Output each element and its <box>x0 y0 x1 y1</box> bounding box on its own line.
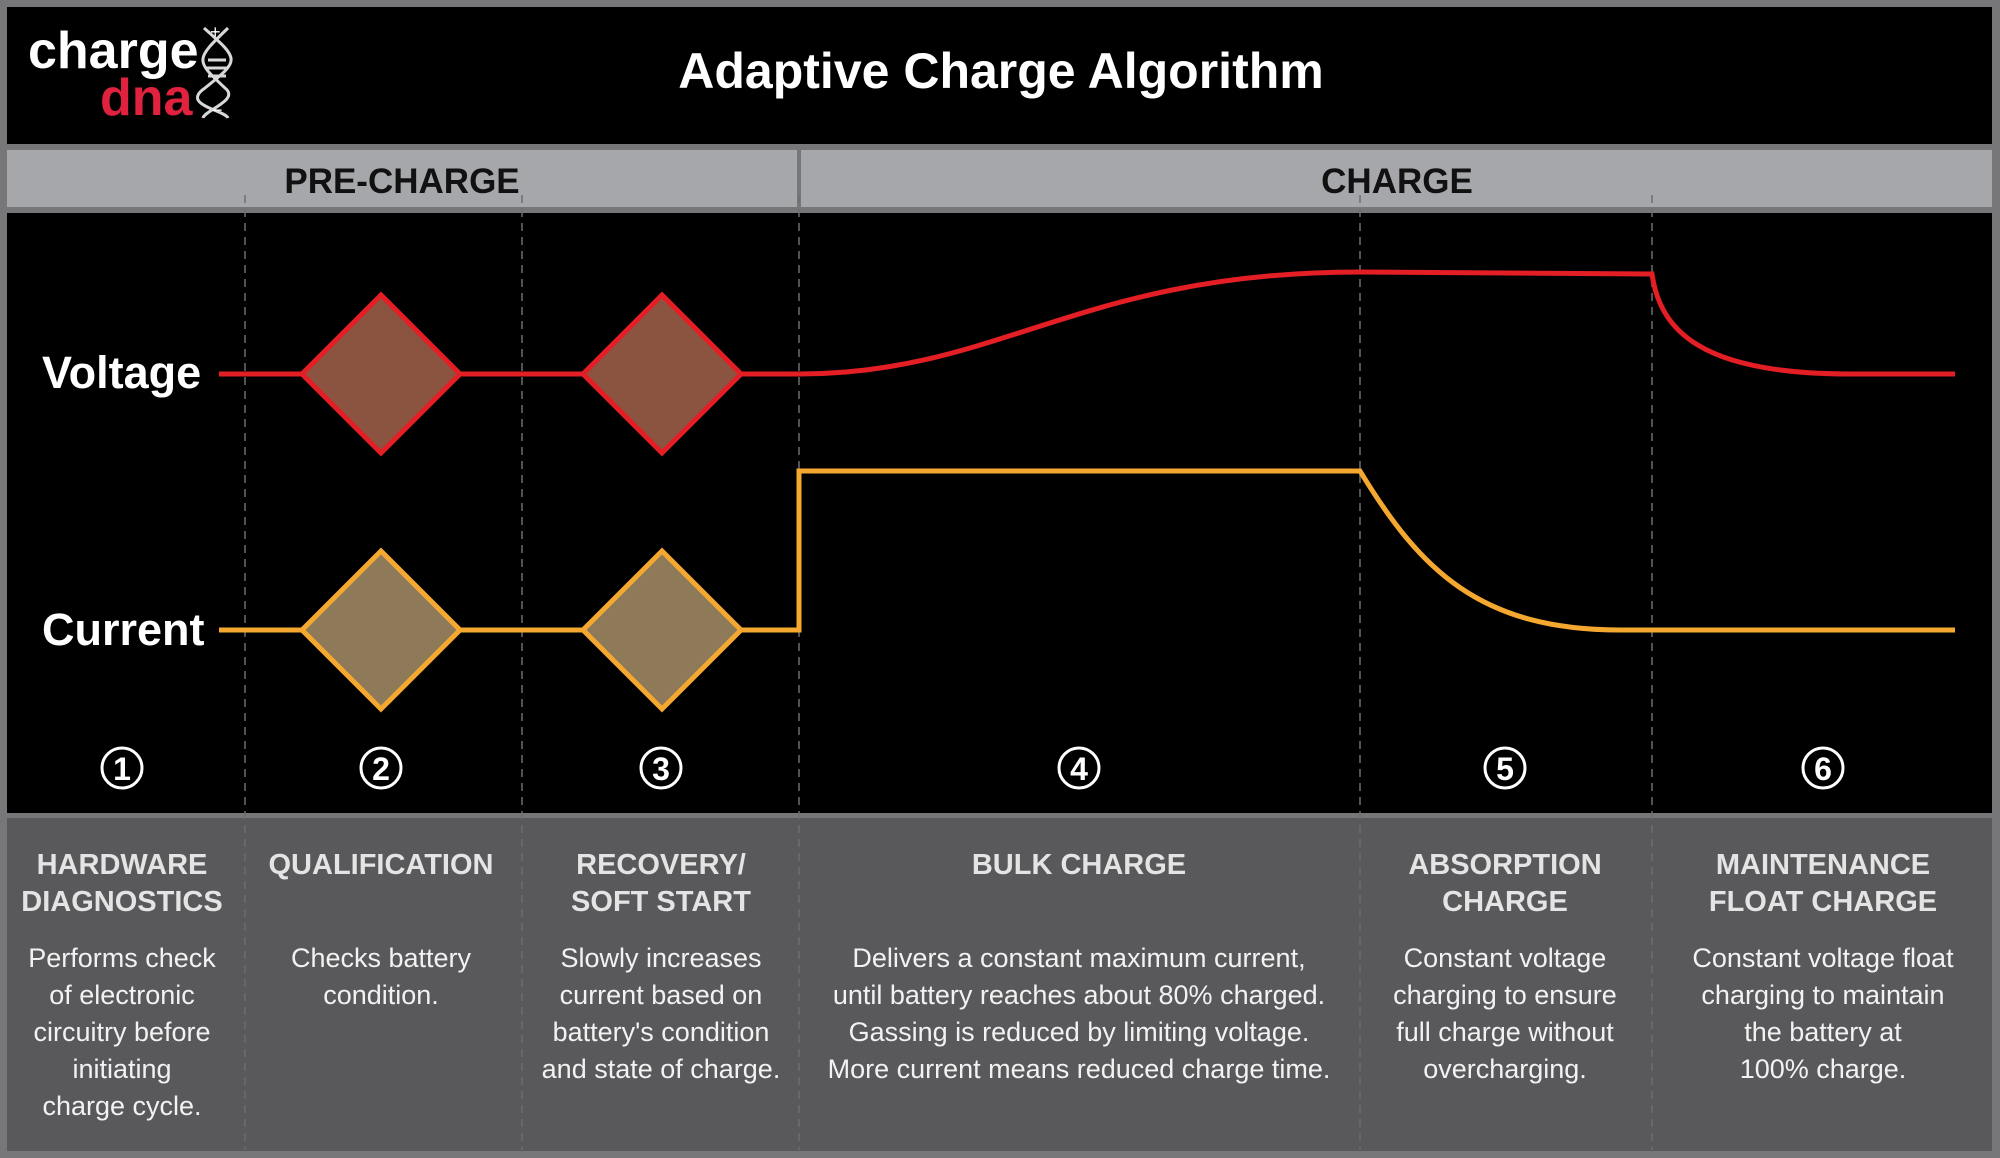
step-number-circle <box>359 746 403 790</box>
step-number-circle <box>1483 746 1527 790</box>
header-bar <box>7 7 1992 144</box>
step-number: 2 <box>372 751 390 787</box>
phase-description: Constant voltage float <box>1692 943 1954 973</box>
phase-description: and state of charge. <box>542 1054 781 1084</box>
phase-title: MAINTENANCE <box>1716 849 1930 881</box>
phase-title: HARDWARE <box>37 849 208 881</box>
phase-title: ABSORPTION <box>1408 849 1601 881</box>
step-number: 1 <box>113 751 131 787</box>
step-number-circle <box>1801 746 1845 790</box>
phase-description: full charge without <box>1396 1017 1614 1047</box>
phase-description: 100% charge. <box>1740 1054 1907 1084</box>
phase-title: QUALIFICATION <box>269 849 494 881</box>
voltage-diamond-recovery <box>579 291 745 457</box>
phase-description: the battery at <box>1744 1017 1902 1047</box>
voltage-curve <box>219 269 1955 377</box>
step-number: 5 <box>1496 751 1514 787</box>
step-number-circle <box>1057 746 1101 790</box>
phase-description: charging to maintain <box>1701 980 1944 1010</box>
phase-dividers <box>244 195 1653 1150</box>
phase-description: Gassing is reduced by limiting voltage. <box>849 1017 1310 1047</box>
phase-description: of electronic <box>49 980 195 1010</box>
phase-description: battery's condition <box>553 1017 770 1047</box>
phase-description: circuitry before <box>33 1017 210 1047</box>
phase-title: BULK CHARGE <box>972 849 1186 881</box>
phase-description: Slowly increases <box>560 943 761 973</box>
phase-title: FLOAT CHARGE <box>1709 886 1937 918</box>
phase-description: condition. <box>323 980 439 1010</box>
phase-description: Performs check <box>28 943 216 973</box>
voltage-diamond-qualification <box>298 291 464 457</box>
band-label-charge: CHARGE <box>1321 162 1473 201</box>
svg-text:charge: charge <box>28 22 199 80</box>
phase-title: SOFT START <box>571 886 751 918</box>
step-number: 6 <box>1814 751 1832 787</box>
current-diamond-recovery <box>579 547 745 713</box>
step-number-circle <box>639 746 683 790</box>
page-title: Adaptive Charge Algorithm <box>678 43 1323 99</box>
phase-description: Checks battery <box>291 943 472 973</box>
current-label: Current <box>42 604 205 655</box>
phase-description: charging to ensure <box>1393 980 1617 1010</box>
dna-helix-icon: + − <box>196 22 233 120</box>
band-charge <box>801 150 1992 207</box>
phase-description: Constant voltage <box>1404 943 1607 973</box>
svg-text:+: + <box>210 22 221 42</box>
description-panel <box>7 818 1992 1151</box>
phase-title: DIAGNOSTICS <box>21 886 222 918</box>
phase-description: initiating <box>72 1054 171 1084</box>
band-label-precharge: PRE-CHARGE <box>284 162 519 201</box>
phase-description: charge cycle. <box>42 1091 201 1121</box>
svg-text:dna: dna <box>100 69 194 127</box>
current-curve <box>219 468 1955 633</box>
phase-title: RECOVERY/ <box>576 849 746 881</box>
band-precharge <box>7 150 797 207</box>
step-number-circle <box>100 746 144 790</box>
chart-area <box>7 213 1992 813</box>
step-number: 3 <box>652 751 670 787</box>
phase-title: CHARGE <box>1442 886 1568 918</box>
chargedna-logo: charge dna + − <box>28 22 233 127</box>
svg-text:−: − <box>212 100 223 120</box>
current-diamond-qualification <box>298 547 464 713</box>
phase-description: More current means reduced charge time. <box>828 1054 1331 1084</box>
step-number: 4 <box>1070 751 1088 787</box>
phase-description: Delivers a constant maximum current, <box>852 943 1305 973</box>
phase-description: until battery reaches about 80% charged. <box>833 980 1325 1010</box>
phase-description: overcharging. <box>1423 1054 1587 1084</box>
phase-description: current based on <box>560 980 763 1010</box>
voltage-label: Voltage <box>42 347 201 398</box>
